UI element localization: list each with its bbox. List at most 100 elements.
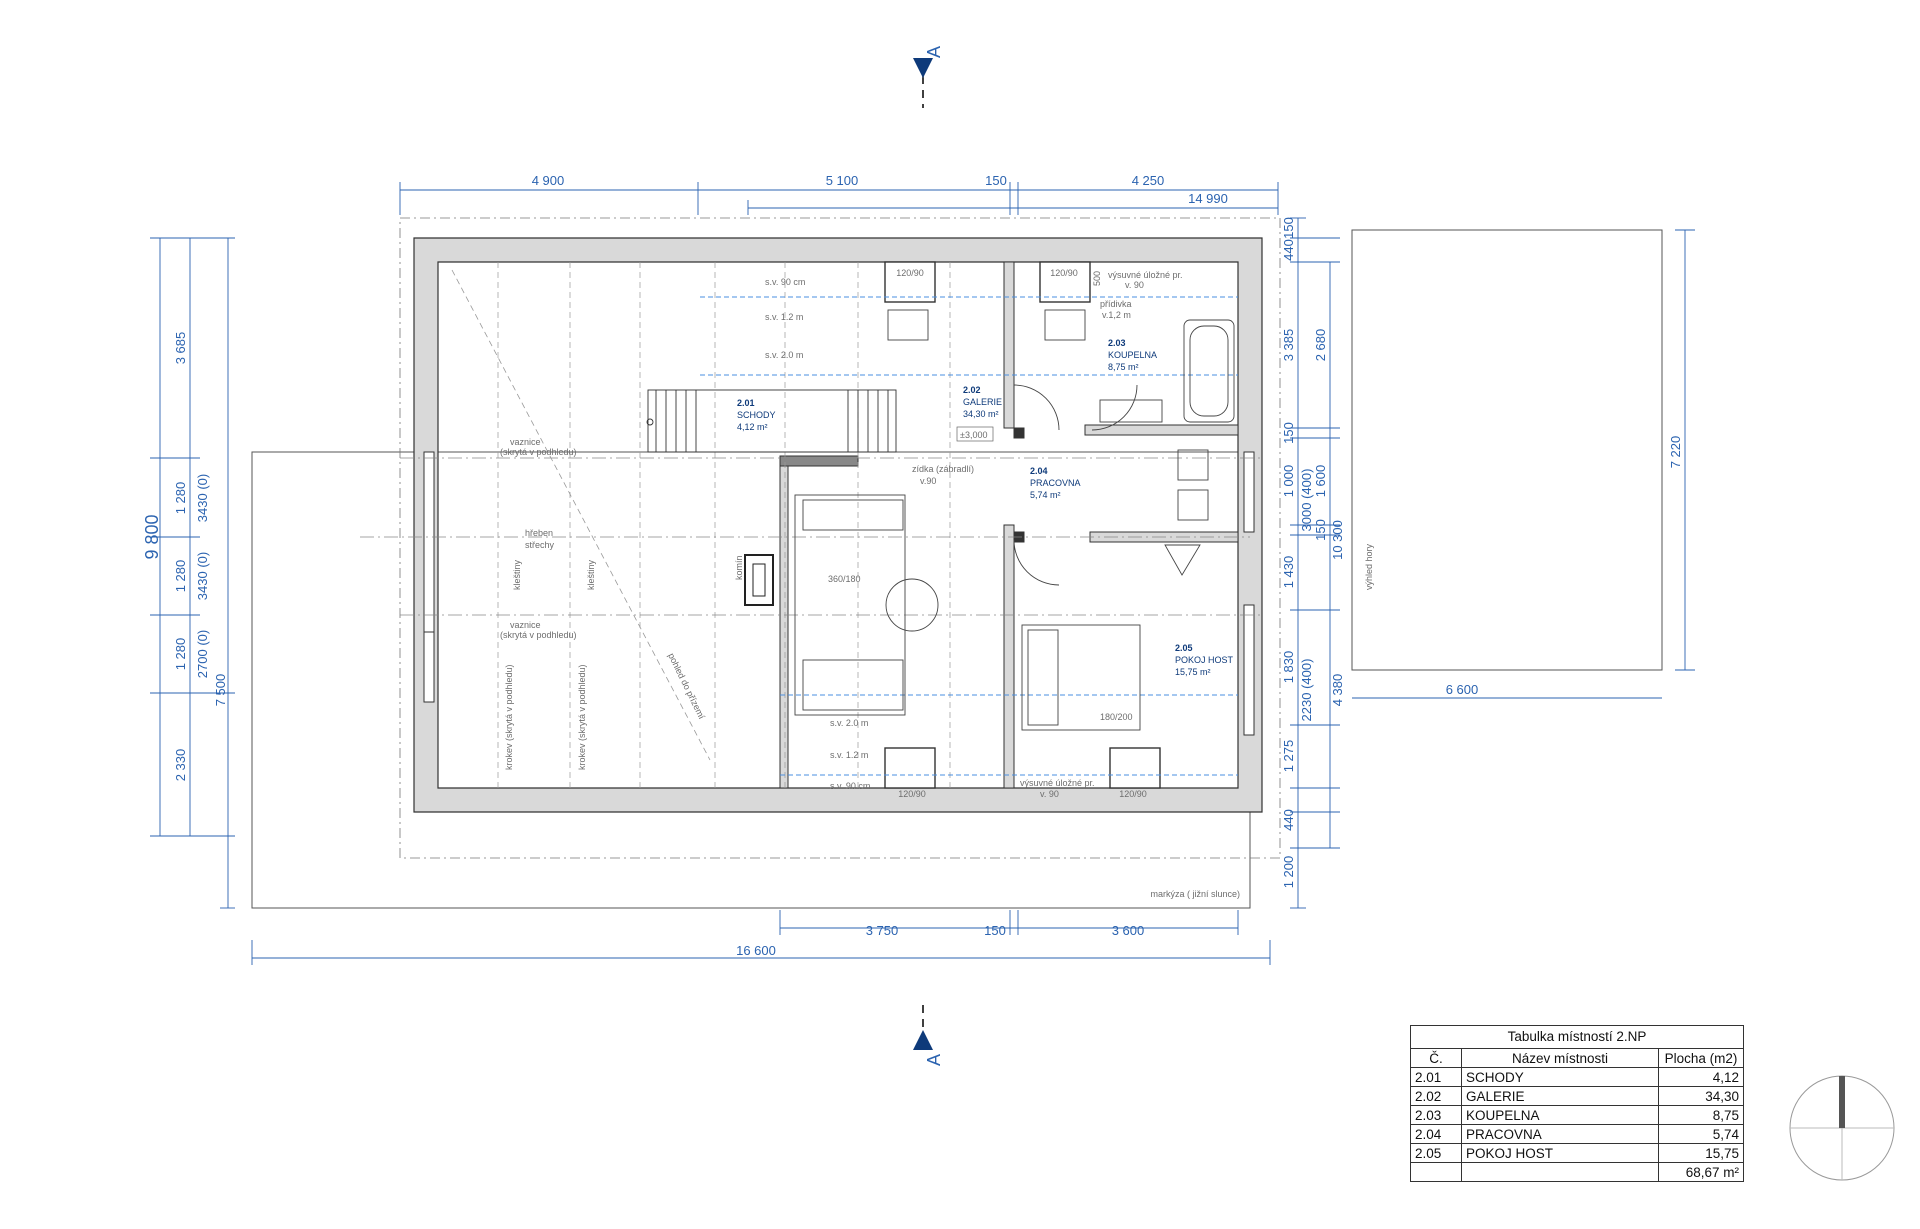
svg-text:15,75 m²: 15,75 m² bbox=[1175, 667, 1211, 677]
svg-text:POKOJ HOST: POKOJ HOST bbox=[1175, 655, 1234, 665]
table-cell: 2.04 bbox=[1411, 1124, 1462, 1144]
dim-right: 1 275 bbox=[1281, 740, 1296, 773]
svg-text:s.v. 90 cm: s.v. 90 cm bbox=[830, 781, 870, 791]
svg-text:PRACOVNA: PRACOVNA bbox=[1030, 478, 1081, 488]
bed-label-host: 180/200 bbox=[1100, 712, 1133, 722]
dim-right: 440 bbox=[1281, 809, 1296, 831]
table-cell: 2.02 bbox=[1411, 1086, 1462, 1106]
svg-text:v. 90: v. 90 bbox=[1125, 280, 1144, 290]
dim-left: 1 280 bbox=[173, 560, 188, 593]
svg-text:s.v. 90 cm: s.v. 90 cm bbox=[765, 277, 805, 287]
bathtub bbox=[1183, 319, 1235, 423]
dim-right: 7 220 bbox=[1668, 436, 1683, 469]
svg-text:4,12 m²: 4,12 m² bbox=[737, 422, 768, 432]
svg-text:(skrytá v podhledu): (skrytá v podhledu) bbox=[500, 630, 577, 640]
north-arrow-icon bbox=[1789, 1075, 1895, 1181]
svg-text:2.03: 2.03 bbox=[1108, 338, 1126, 348]
table-cell: 8,75 bbox=[1658, 1105, 1743, 1125]
dim-right: 2230 (400) bbox=[1299, 659, 1314, 722]
column-header: Název místnosti bbox=[1461, 1049, 1659, 1068]
room-label-galerie: 2.02 GALERIE 34,30 m² bbox=[963, 385, 1002, 419]
svg-text:v.1,2 m: v.1,2 m bbox=[1102, 310, 1131, 320]
svg-text:výsuvné úložné pr.: výsuvné úložné pr. bbox=[1020, 778, 1095, 788]
skylight-label: 120/90 bbox=[1050, 268, 1078, 278]
table-cell: 15,75 bbox=[1658, 1143, 1743, 1163]
dim-left: 3 685 bbox=[173, 332, 188, 365]
table-cell: GALERIE bbox=[1461, 1086, 1659, 1106]
skylights bbox=[884, 261, 1161, 789]
svg-text:s.v. 1.2 m: s.v. 1.2 m bbox=[830, 750, 868, 760]
svg-text:pohled do přízemí: pohled do přízemí bbox=[666, 651, 707, 721]
table-cell: 5,74 bbox=[1658, 1124, 1743, 1144]
table-header-row: Č. Název místnosti Plocha (m2) bbox=[1411, 1049, 1743, 1068]
dimension-lines-left bbox=[150, 237, 235, 909]
dimension-lines-right bbox=[1290, 217, 1695, 909]
table-row: 2.04 PRACOVNA 5,74 bbox=[1411, 1124, 1743, 1144]
bed-label: 360/180 bbox=[828, 574, 861, 584]
section-marker-bottom: A bbox=[913, 1005, 944, 1066]
dim-top: 14 990 bbox=[1188, 191, 1228, 206]
svg-text:přídivka: přídivka bbox=[1100, 299, 1132, 309]
table-row: 2.05 POKOJ HOST 15,75 bbox=[1411, 1143, 1743, 1163]
skylight-label: 120/90 bbox=[1119, 789, 1147, 799]
section-label-bottom: A bbox=[924, 1054, 944, 1066]
chimney-core bbox=[752, 563, 766, 597]
dim-top: 4 250 bbox=[1132, 173, 1165, 188]
svg-text:SCHODY: SCHODY bbox=[737, 410, 776, 420]
table-cell bbox=[1411, 1162, 1462, 1181]
room-label-koupelna: 2.03 KOUPELNA 8,75 m² bbox=[1108, 338, 1157, 372]
headroom-lines bbox=[700, 296, 1238, 776]
dim-left: 2 330 bbox=[173, 749, 188, 782]
dim-right: 440 bbox=[1281, 239, 1296, 261]
awning-label: markýza ( jižní slunce) bbox=[1150, 889, 1240, 899]
guest-bed bbox=[1021, 624, 1141, 731]
svg-text:8,75 m²: 8,75 m² bbox=[1108, 362, 1139, 372]
svg-text:v.90: v.90 bbox=[920, 476, 936, 486]
dim-bottom: 16 600 bbox=[736, 943, 776, 958]
galerie-bed bbox=[794, 494, 906, 716]
view-terrace-outline bbox=[1351, 229, 1663, 671]
svg-text:34,30 m²: 34,30 m² bbox=[963, 409, 999, 419]
dim-left: 3430 (0) bbox=[195, 552, 210, 600]
svg-text:±3,000: ±3,000 bbox=[960, 430, 987, 440]
column-header: Č. bbox=[1411, 1049, 1462, 1068]
svg-text:hřeben: hřeben bbox=[525, 528, 553, 538]
svg-text:v. 90: v. 90 bbox=[1040, 789, 1059, 799]
table-cell: PRACOVNA bbox=[1461, 1124, 1659, 1144]
room-label-pokoj-host: 2.05 POKOJ HOST 15,75 m² bbox=[1175, 643, 1234, 677]
room-label-schody: 2.01 SCHODY 4,12 m² bbox=[737, 398, 776, 432]
table-cell: POKOJ HOST bbox=[1461, 1143, 1659, 1163]
dim-right: 1 200 bbox=[1281, 856, 1296, 889]
section-marker-top: A bbox=[913, 46, 944, 108]
dim-bottom: 150 bbox=[984, 923, 1006, 938]
svg-text:vaznice: vaznice bbox=[510, 620, 541, 630]
svg-text:2.01: 2.01 bbox=[737, 398, 755, 408]
dim-bottom: 6 600 bbox=[1446, 682, 1479, 697]
skylight-label: 120/90 bbox=[898, 789, 926, 799]
dim-right: 150 bbox=[1313, 519, 1328, 541]
rafter-lines bbox=[497, 262, 951, 788]
svg-text:výsuvné úložné pr.: výsuvné úložné pr. bbox=[1108, 270, 1183, 280]
dim-right: 1 600 bbox=[1313, 465, 1328, 498]
table-cell: 2.01 bbox=[1411, 1067, 1462, 1087]
outer-walls bbox=[413, 237, 1263, 813]
dim-right: 2 680 bbox=[1313, 329, 1328, 362]
table-row: 2.01 SCHODY 4,12 bbox=[1411, 1067, 1743, 1087]
room-table-title: Tabulka místností 2.NP bbox=[1411, 1026, 1743, 1049]
side-windows bbox=[423, 451, 1255, 736]
awning-outline bbox=[251, 451, 1251, 909]
interior-walls bbox=[779, 261, 1239, 789]
svg-text:2.05: 2.05 bbox=[1175, 643, 1193, 653]
total-area: 68,67 m² bbox=[1658, 1162, 1743, 1181]
view-diagonal bbox=[451, 269, 711, 761]
dim-bottom: 3 750 bbox=[866, 923, 899, 938]
dim-right: 150 bbox=[1281, 422, 1296, 444]
dim-left: 1 280 bbox=[173, 482, 188, 515]
dim-right: 1 430 bbox=[1281, 556, 1296, 589]
dim-bottom: 3 600 bbox=[1112, 923, 1145, 938]
table-cell: 4,12 bbox=[1658, 1067, 1743, 1087]
dimension-lines-top bbox=[399, 182, 1279, 215]
svg-text:komín: komín bbox=[734, 555, 744, 580]
dim-right: 3 385 bbox=[1281, 329, 1296, 362]
